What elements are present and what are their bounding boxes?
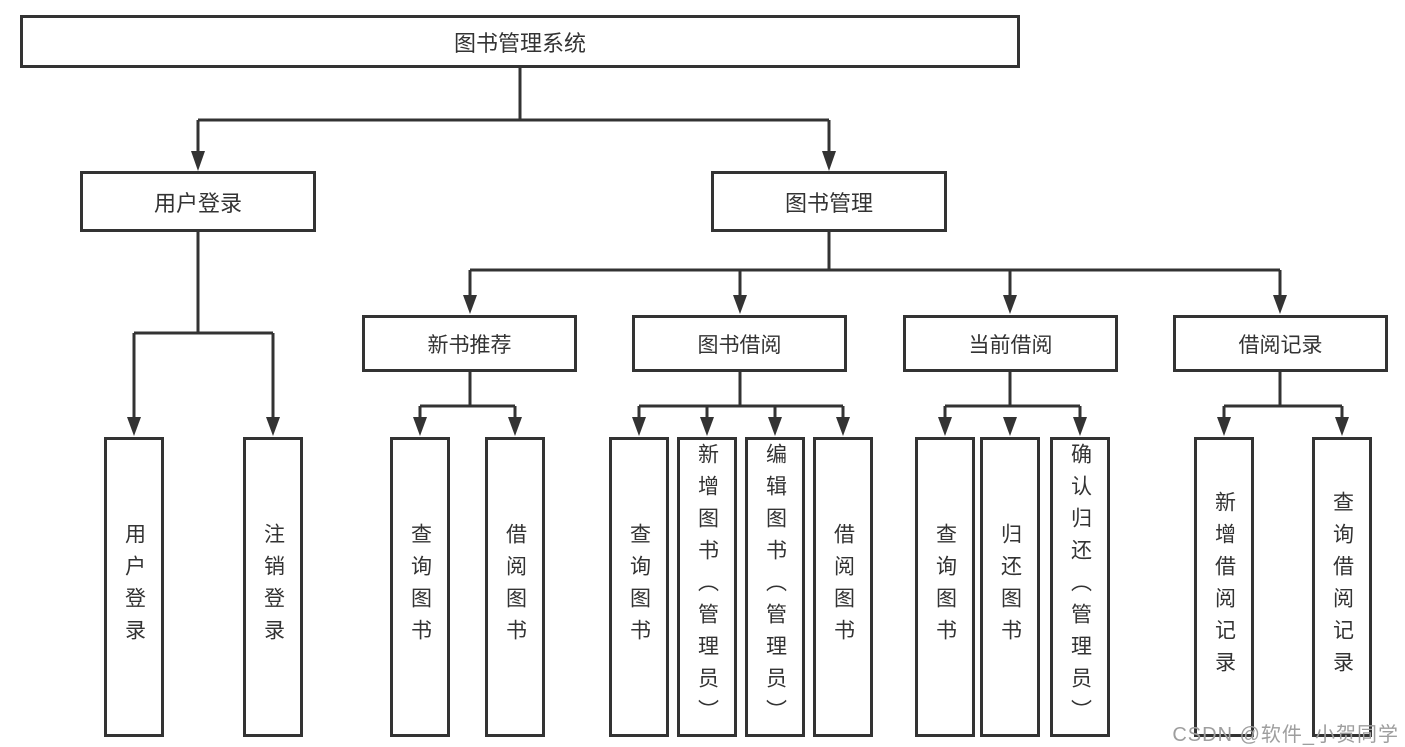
leaf-query-books-2-label: 查询图书	[627, 523, 651, 651]
leaf-confirm-return-admin: 确认归还（管理员）	[1050, 437, 1110, 737]
node-book-borrowing-label: 图书借阅	[697, 333, 782, 357]
node-new-book-recommend: 新书推荐	[362, 315, 577, 372]
edge-root-to-level2	[196, 67, 831, 153]
edge-records-to-leaves	[1222, 371, 1344, 419]
leaf-add-borrow-record-label: 新增借阅记录	[1212, 491, 1236, 683]
node-root-label: 图书管理系统	[453, 30, 586, 56]
node-user-login: 用户登录	[80, 171, 316, 232]
node-borrowing-records-label: 借阅记录	[1238, 333, 1323, 357]
node-user-login-label: 用户登录	[153, 190, 242, 216]
edge-current-to-leaves	[943, 371, 1082, 419]
leaf-logout-label: 注销登录	[261, 523, 285, 651]
leaf-query-books-3-label: 查询图书	[933, 523, 957, 651]
leaf-add-borrow-record: 新增借阅记录	[1194, 437, 1254, 737]
leaf-query-borrow-record-label: 查询借阅记录	[1330, 491, 1354, 683]
leaf-borrow-books-1: 借阅图书	[485, 437, 545, 737]
leaf-return-books: 归还图书	[980, 437, 1040, 737]
leaf-borrow-books-2-label: 借阅图书	[831, 523, 855, 651]
edge-borrow-to-leaves	[637, 371, 845, 419]
leaf-query-books-1: 查询图书	[390, 437, 450, 737]
leaf-user-login-label: 用户登录	[122, 523, 146, 651]
leaf-query-books-1-label: 查询图书	[408, 523, 432, 651]
leaf-borrow-books-2: 借阅图书	[813, 437, 873, 737]
node-current-borrowing: 当前借阅	[903, 315, 1118, 372]
node-book-borrowing: 图书借阅	[632, 315, 847, 372]
edge-bookmgmt-to-level3	[468, 231, 1282, 297]
leaf-confirm-return-admin-label: 确认归还（管理员）	[1068, 443, 1092, 731]
node-book-management: 图书管理	[711, 171, 947, 232]
edge-newbook-to-leaves	[418, 371, 517, 419]
leaf-edit-books-admin: 编辑图书（管理员）	[745, 437, 805, 737]
leaf-return-books-label: 归还图书	[998, 523, 1022, 651]
node-root: 图书管理系统	[20, 15, 1020, 68]
leaf-query-books-2: 查询图书	[609, 437, 669, 737]
node-current-borrowing-label: 当前借阅	[968, 333, 1053, 357]
leaf-user-login: 用户登录	[104, 437, 164, 737]
leaf-borrow-books-1-label: 借阅图书	[503, 523, 527, 651]
leaf-query-borrow-record: 查询借阅记录	[1312, 437, 1372, 737]
leaf-query-books-3: 查询图书	[915, 437, 975, 737]
node-new-book-recommend-label: 新书推荐	[427, 333, 512, 357]
leaf-add-books-admin: 新增图书（管理员）	[677, 437, 737, 737]
edge-userlogin-to-leaves	[132, 231, 275, 419]
leaf-logout: 注销登录	[243, 437, 303, 737]
watermark: CSDN @软件_小贺同学	[1172, 724, 1399, 746]
node-book-management-label: 图书管理	[784, 190, 873, 216]
node-borrowing-records: 借阅记录	[1173, 315, 1388, 372]
leaf-add-books-admin-label: 新增图书（管理员）	[695, 443, 719, 731]
leaf-edit-books-admin-label: 编辑图书（管理员）	[763, 443, 787, 731]
